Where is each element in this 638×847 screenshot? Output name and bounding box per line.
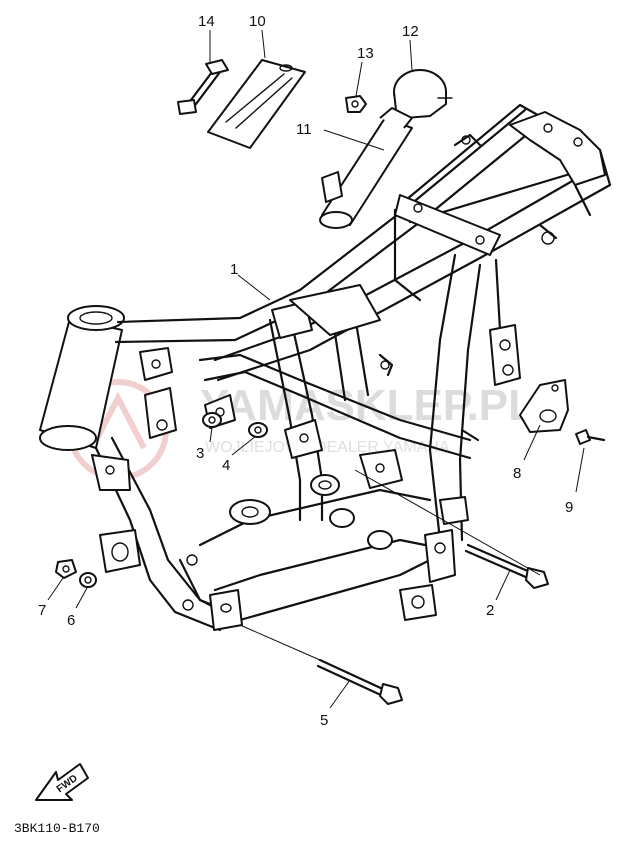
leader-lines	[47, 29, 585, 709]
part-13-nut	[345, 95, 367, 113]
callout-13: 13	[357, 45, 374, 62]
part-9-bolt	[575, 429, 606, 445]
callout-1: 1	[230, 261, 238, 278]
callout-14: 14	[198, 13, 215, 30]
fwd-arrow-icon: FWD	[35, 763, 89, 801]
callout-6: 6	[67, 612, 75, 629]
part-7-nut	[55, 559, 77, 579]
callout-9: 9	[565, 499, 573, 516]
part-11-cover	[319, 107, 413, 229]
callout-4: 4	[222, 457, 230, 474]
part-10-protector	[207, 59, 306, 149]
callout-10: 10	[249, 13, 266, 30]
callout-11: 11	[296, 121, 312, 138]
callout-7: 7	[38, 602, 46, 619]
part-4-washer	[248, 422, 268, 438]
callout-8: 8	[513, 465, 521, 482]
steering-head-tube	[39, 305, 125, 451]
callout-3: 3	[196, 445, 204, 462]
part-12-emblem	[393, 69, 453, 119]
callout-5: 5	[320, 712, 328, 729]
part-6-washer	[79, 572, 97, 588]
part-14-band	[177, 59, 229, 115]
drawing-code: 3BK110-B170	[14, 821, 100, 836]
part-5-bolt	[316, 658, 403, 705]
frame-assembly	[39, 103, 612, 632]
callout-2: 2	[486, 602, 494, 619]
callout-12: 12	[402, 23, 419, 40]
part-3-nut	[202, 412, 222, 428]
part-8-bracket	[519, 379, 569, 433]
callouts: 14 10 12 13 11 1 3 4 8 9 7 6 2 5	[38, 13, 573, 729]
part-2-bolt	[464, 543, 549, 589]
